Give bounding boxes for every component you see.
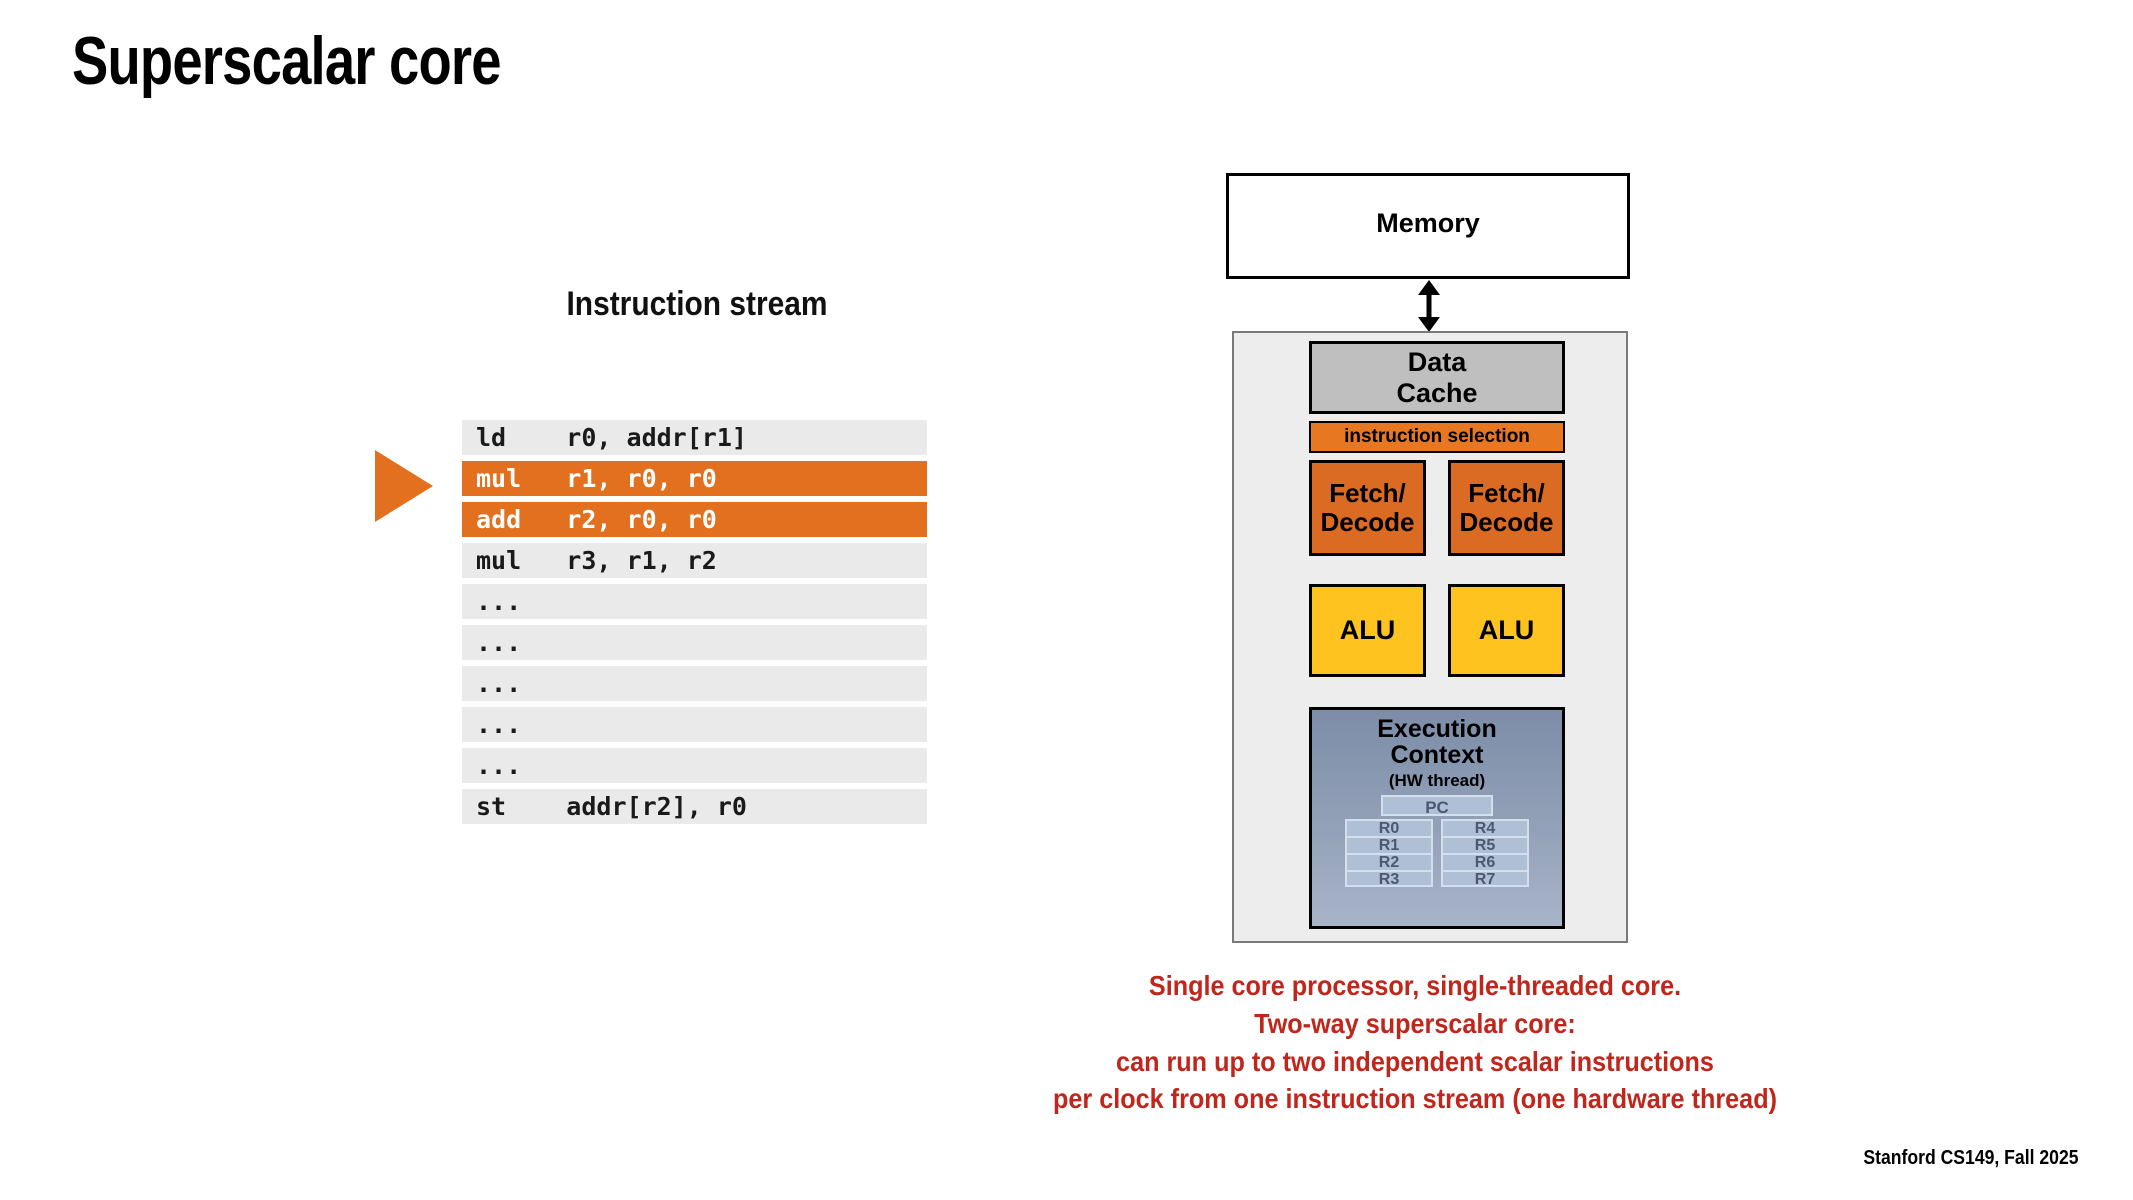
data-cache-label-line2: Cache <box>1396 377 1478 408</box>
list-item: ... <box>462 584 927 619</box>
register-cell: R4 <box>1441 818 1529 836</box>
fetch-decode-label-line1: Fetch/ <box>1468 477 1545 508</box>
list-item: st addr[r2], r0 <box>462 789 927 824</box>
list-item: mul r1, r0, r0 <box>462 461 927 496</box>
alu-block-1: ALU <box>1448 584 1565 677</box>
list-item: ... <box>462 666 927 701</box>
list-item: mul r3, r1, r2 <box>462 543 927 578</box>
register-cell: R6 <box>1441 852 1529 870</box>
list-item: add r2, r0, r0 <box>462 502 927 537</box>
list-item: ld r0, addr[r1] <box>462 420 927 455</box>
register-cell: R0 <box>1345 818 1433 836</box>
execution-context-block: Execution Context (HW thread) PC R0 R1 R… <box>1309 707 1565 929</box>
instruction-stream-heading: Instruction stream <box>566 285 828 323</box>
execution-context-title: Execution Context <box>1377 716 1496 769</box>
register-grid: R0 R1 R2 R3 R4 R5 R6 R7 <box>1345 818 1529 887</box>
instruction-selection-block: instruction selection <box>1309 421 1565 453</box>
caption-line-4: per clock from one instruction stream (o… <box>1053 1083 1777 1115</box>
fetch-decode-label-line2: Decode <box>1320 507 1415 537</box>
memory-block: Memory <box>1226 173 1630 279</box>
page-title: Superscalar core <box>72 23 501 99</box>
data-cache-block: Data Cache <box>1309 341 1565 414</box>
fetch-decode-block-0: Fetch/ Decode <box>1309 460 1426 556</box>
execution-context-title-line1: Execution <box>1377 715 1497 743</box>
instruction-list: ld r0, addr[r1] mul r1, r0, r0 add r2, r… <box>462 420 927 830</box>
slide-footer: Stanford CS149, Fall 2025 <box>1863 1147 2079 1169</box>
fetch-decode-label-line1: Fetch/ <box>1329 477 1406 508</box>
alu-block-0: ALU <box>1309 584 1426 677</box>
register-cell: R5 <box>1441 835 1529 853</box>
register-cell: R7 <box>1441 869 1529 887</box>
caption-line-1: Single core processor, single-threaded c… <box>1148 970 1682 1001</box>
list-item: ... <box>462 748 927 783</box>
fetch-decode-label-line2: Decode <box>1459 507 1554 537</box>
register-column-right: R4 R5 R6 R7 <box>1441 818 1529 887</box>
caption-line-3: can run up to two independent scalar ins… <box>1116 1045 1714 1077</box>
core-container: Data Cache instruction selection Fetch/ … <box>1232 331 1628 943</box>
diagram-caption: Single core processor, single-threaded c… <box>1042 967 1789 1118</box>
register-cell: R1 <box>1345 835 1433 853</box>
pc-register-cell: PC <box>1381 794 1493 817</box>
caption-line-2: Two-way superscalar core: <box>1254 1007 1576 1039</box>
register-cell: R2 <box>1345 852 1433 870</box>
execution-context-subtitle: (HW thread) <box>1388 770 1486 790</box>
list-item: ... <box>462 707 927 742</box>
data-cache-label-line1: Data <box>1407 347 1467 378</box>
list-item: ... <box>462 625 927 660</box>
play-triangle-icon <box>375 450 433 522</box>
execution-context-title-line2: Context <box>1390 741 1484 770</box>
memory-label: Memory <box>1376 208 1480 238</box>
fetch-decode-block-1: Fetch/ Decode <box>1448 460 1565 556</box>
register-column-left: R0 R1 R2 R3 <box>1345 818 1433 887</box>
double-headed-vertical-arrow-icon <box>1418 280 1440 332</box>
register-cell: R3 <box>1345 869 1433 887</box>
